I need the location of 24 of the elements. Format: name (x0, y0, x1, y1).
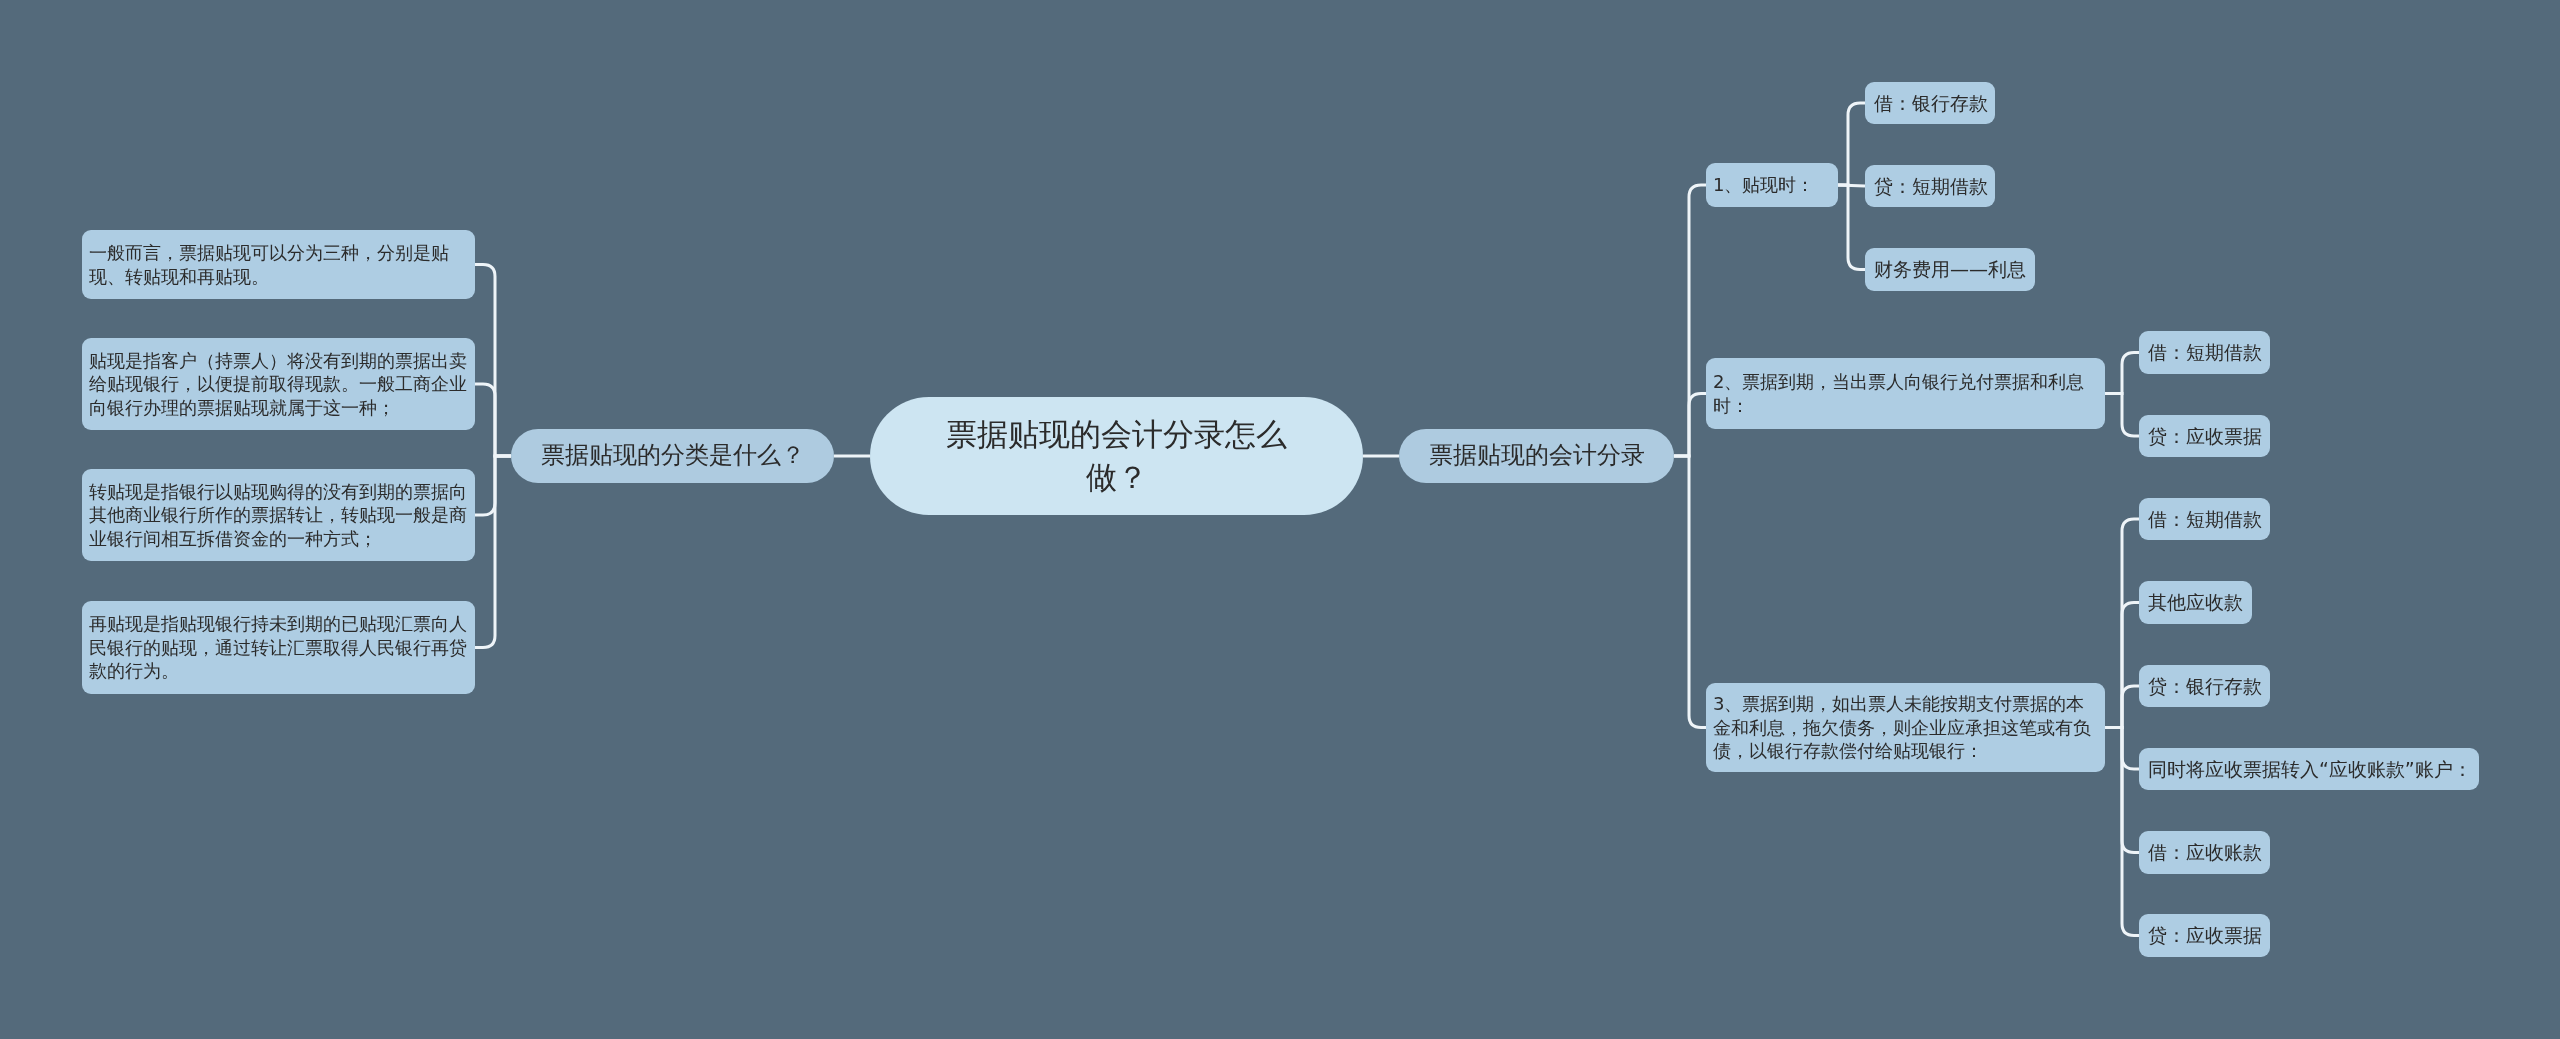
leaf-box: 借：应收账款 (2139, 831, 2270, 874)
subtopic-box: 3、票据到期，如出票人未能按期支付票据的本金和利息，拖欠债务，则企业应承担这笔或有负债，以银行存款偿付给贴现银行： (1706, 683, 2105, 772)
subtopic-box: 贴现是指客户（持票人）将没有到期的票据出卖给贴现银行，以便提前取得现款。一般工商企业向银行办理的票据贴现就属于这一种； (82, 338, 475, 430)
leaf-box: 同时将应收票据转入“应收账款”账户： (2139, 748, 2479, 790)
subtopic-box: 2、票据到期，当出票人向银行兑付票据和利息时： (1706, 358, 2105, 429)
leaf-box: 贷：应收票据 (2139, 415, 2270, 457)
leaf-box: 贷：短期借款 (1865, 165, 1995, 207)
leaf-box: 其他应收款 (2139, 581, 2252, 624)
connector-line (1363, 454, 1399, 458)
leaf-box: 借：短期借款 (2139, 331, 2270, 374)
central-topic: 票据贴现的会计分录怎么做？ (870, 397, 1363, 515)
connector-line (834, 454, 870, 458)
subtopic-box: 1、贴现时： (1706, 163, 1838, 207)
leaf-box: 贷：银行存款 (2139, 665, 2270, 707)
connector-line (475, 454, 511, 649)
subtopic-box: 一般而言，票据贴现可以分为三种，分别是贴现、转贴现和再贴现。 (82, 230, 475, 299)
leaf-box: 借：短期借款 (2139, 498, 2270, 540)
leaf-box: 财务费用——利息 (1865, 248, 2035, 291)
leaf-box: 贷：应收票据 (2139, 914, 2270, 957)
topic-box: 票据贴现的分类是什么？ (511, 429, 834, 483)
topic-box: 票据贴现的会计分录 (1399, 429, 1674, 483)
leaf-box: 借：银行存款 (1865, 82, 1995, 124)
subtopic-box: 再贴现是指贴现银行持未到期的已贴现汇票向人民银行的贴现，通过转让汇票取得人民银行再贷款的行为。 (82, 601, 475, 694)
subtopic-box: 转贴现是指银行以贴现购得的没有到期的票据向其他商业银行所作的票据转让，转贴现一般是商业银行间相互拆借资金的一种方式； (82, 469, 475, 561)
